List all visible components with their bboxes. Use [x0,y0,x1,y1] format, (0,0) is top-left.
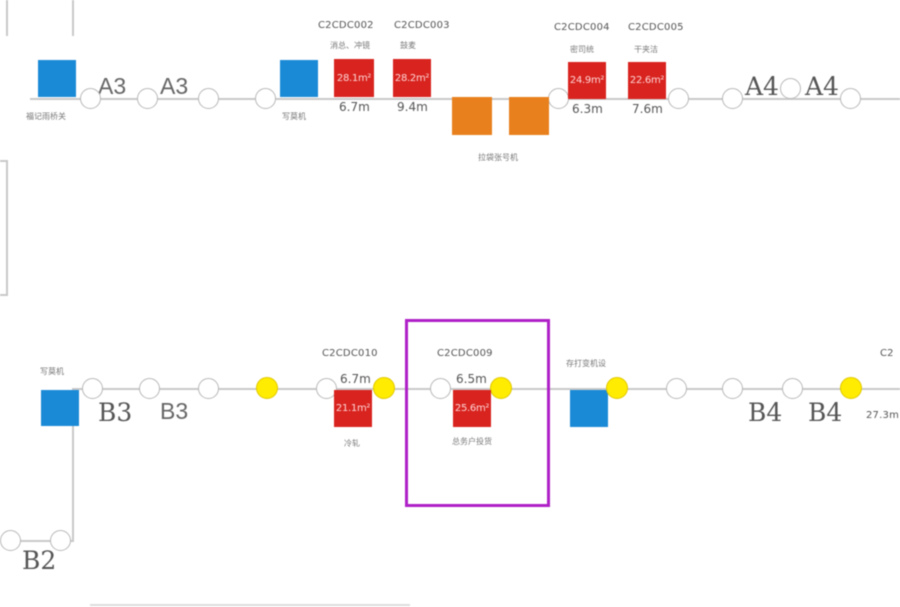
row-b-node [0,530,21,551]
row-b-label-b4-2: B4 [808,398,843,427]
row-b-node [316,378,337,399]
row-a-node [198,88,219,109]
row-b-node [722,378,743,399]
row-b-left-vertical [72,388,74,541]
row-a-node [548,88,569,109]
row-a-name-2: 鼓麦 [400,41,416,50]
row-a-orange-square-2 [509,97,549,135]
row-a-label-a4-1: A4 [745,72,779,101]
row-b-node [82,378,103,399]
row-b-label-b2: B2 [22,546,57,575]
row-a-orange-caption: 拉袋张号机 [478,153,518,162]
row-a-orange-square-1 [452,97,492,135]
row-b-red-square-2: 25.6m² [453,390,491,427]
row-b-yellow-marker [373,377,395,399]
row-b-distance-2: 6.5m [456,372,487,386]
row-a-node [780,78,801,99]
row-b-caption-1: 冷轧 [344,439,360,448]
row-a-node [840,88,861,109]
row-a-blue-caption-1: 福记雨桥关 [26,112,66,121]
row-b-blue-caption-1: 写莫机 [40,367,64,376]
row-a-node [137,88,158,109]
row-a-code-2: C2CDC003 [394,20,450,31]
row-a-blue-square-1 [38,60,76,97]
track-left-bracket-top [0,160,8,162]
row-a-node [255,88,276,109]
row-b-track [72,388,900,390]
track-left-top [6,0,8,36]
row-b-node [139,378,160,399]
row-a-distance-3: 6.3m [572,102,603,116]
row-b-blue-caption-2: 存打变机设 [566,359,606,368]
row-b-blue-square-2 [570,390,608,427]
row-b-distance-1: 6.7m [340,372,371,386]
track-left-mid [6,160,8,296]
row-a-red-square-1: 28.1m² [334,59,374,97]
row-b-yellow-marker [256,377,278,399]
row-b-label-b3-1: B3 [98,398,133,427]
row-a-name-3: 密司统 [570,45,594,54]
row-a-distance-1: 6.7m [339,100,370,114]
row-a-node [722,88,743,109]
row-b-yellow-marker [490,377,512,399]
row-b-node [666,378,687,399]
row-b-yellow-marker [840,377,862,399]
row-a-name-4: 干夹洁 [634,45,658,54]
row-b-label-b3-2: B3 [160,398,189,424]
row-b-node [50,530,71,551]
row-a-red-square-2: 28.2m² [393,59,431,97]
row-b-distance-3: 27.3m [866,410,900,421]
row-a-red-square-3: 24.9m² [568,62,606,99]
row-b-node [782,378,803,399]
row-b-caption-2: 总务户投货 [452,437,492,446]
row-b-yellow-marker [606,377,628,399]
row-b-node [198,378,219,399]
track-right-stub [72,0,74,36]
row-a-distance-4: 7.6m [632,102,663,116]
row-b-node [430,378,451,399]
row-a-label-a3-1: A3 [98,73,127,99]
highlight-frame [405,319,550,507]
row-a-node [668,88,689,109]
row-a-node [80,88,101,109]
track-left-bracket-bottom [0,294,8,296]
row-a-label-a3-2: A3 [160,73,189,99]
row-a-label-a4-2: A4 [805,72,839,101]
row-a-code-3: C2CDC004 [554,22,610,33]
row-b-code-1: C2CDC010 [322,348,378,359]
row-a-distance-2: 9.4m [397,100,428,114]
row-a-name-1: 消总、冲镜 [330,41,370,50]
row-b-blue-square-1 [41,390,79,426]
row-a-blue-square-2 [280,60,318,97]
row-b-bottom-left [0,540,74,542]
row-b-red-square-1: 21.1m² [334,390,372,427]
row-a-red-square-4: 22.6m² [628,62,666,99]
bottom-faint-stroke [90,604,410,606]
row-b-code-3: C2 [880,348,894,359]
row-a-code-1: C2CDC002 [318,20,374,31]
row-a-code-4: C2CDC005 [628,22,684,33]
row-b-code-2: C2CDC009 [437,348,493,359]
row-a-blue-caption-2: 写莫机 [282,112,306,121]
row-b-label-b4-1: B4 [748,398,783,427]
